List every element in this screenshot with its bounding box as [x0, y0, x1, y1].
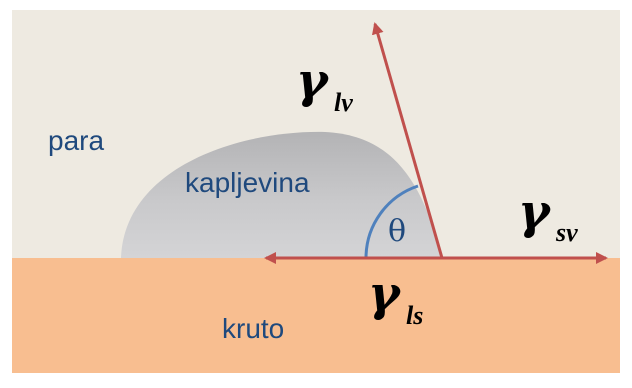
- gamma-ls-subscript: ls: [406, 301, 423, 330]
- contact-angle-arc: [364, 184, 419, 259]
- liquid-droplet: [121, 131, 442, 258]
- liquid-vapor-arrow: [371, 22, 444, 259]
- gamma-sv-symbol: γ: [518, 184, 552, 240]
- vapor-label: para: [48, 125, 104, 156]
- solid-region: [12, 258, 620, 373]
- gamma-lv-symbol: γ: [296, 53, 330, 109]
- gamma-lv-subscript: lv: [334, 88, 353, 117]
- contact-angle-symbol: θ: [388, 214, 406, 249]
- gamma-sv-subscript: sv: [555, 218, 578, 247]
- liquid-label: kapljevina: [185, 167, 310, 198]
- gamma-ls-symbol: γ: [368, 266, 402, 322]
- solid-label: kruto: [222, 313, 284, 344]
